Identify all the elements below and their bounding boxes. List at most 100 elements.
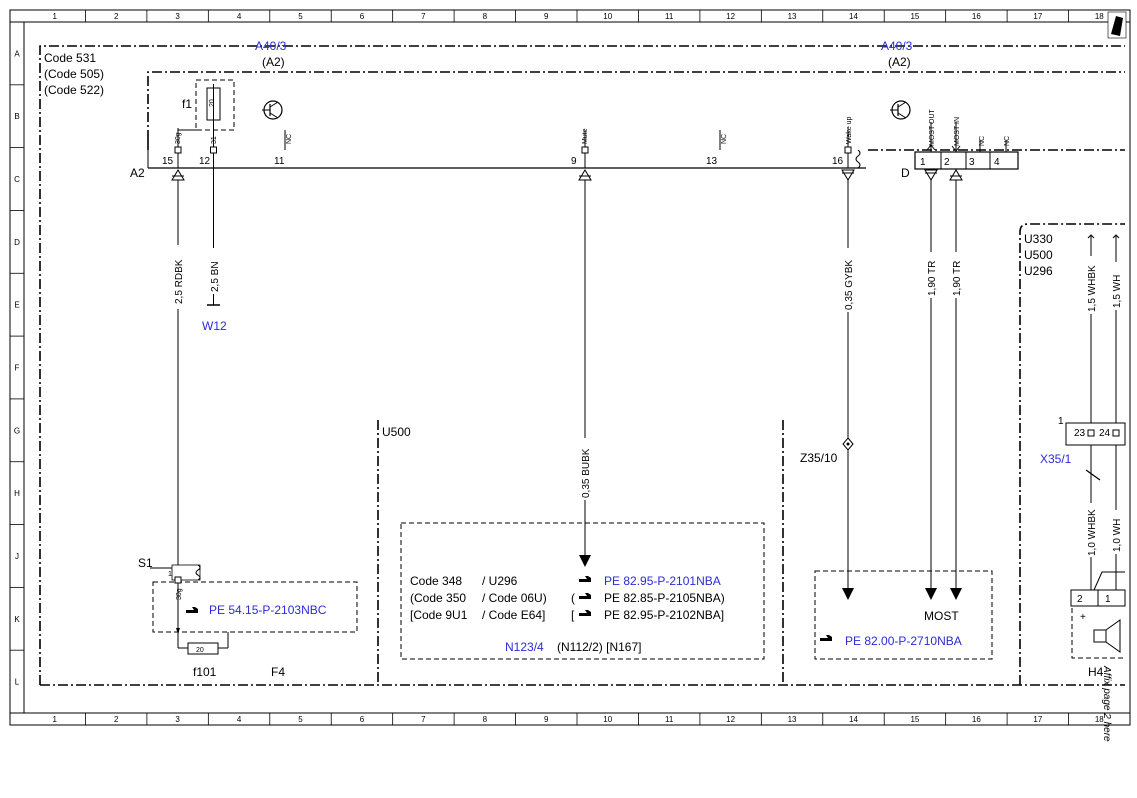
wire-label-whbk-15: 1,5 WHBK — [1087, 265, 1098, 312]
ground-label: W12 — [202, 319, 227, 333]
column-number: 11 — [665, 715, 674, 724]
fuse-pin-30g: 30g — [176, 588, 183, 600]
arrow-up-icon — [171, 169, 185, 181]
column-number: 18 — [1095, 12, 1104, 21]
column-number: 15 — [910, 12, 919, 21]
column-number: 7 — [421, 715, 426, 724]
most-title: MOST — [924, 609, 959, 623]
arrow-down-icon — [950, 588, 962, 600]
column-number: 11 — [665, 12, 674, 21]
module-label-right: A40/3 — [881, 39, 913, 53]
arrow-down-icon — [925, 588, 937, 600]
row-letter: C — [14, 175, 20, 184]
f101-label: f101 — [193, 665, 217, 679]
column-number: 10 — [603, 715, 612, 724]
n123-alt-row-3: / Code E64] — [482, 608, 545, 622]
d-pin-2: 2 — [944, 157, 950, 168]
x35-pin-24: 24 — [1099, 428, 1111, 439]
fuse-box-outline — [152, 581, 358, 633]
pin-name-31: 31 — [211, 136, 218, 144]
n123-code-row-3: [Code 9U1 — [410, 608, 468, 622]
d-pin-3: 3 — [969, 157, 975, 168]
d-pin-4: 4 — [994, 157, 1000, 168]
fuse-f101-value: 20 — [196, 647, 204, 654]
row-letter: A — [14, 49, 20, 58]
module-boundary — [39, 45, 1125, 685]
right-code-2: U500 — [1024, 248, 1053, 262]
x35-connector — [1065, 422, 1126, 446]
transistor-icon-left — [262, 100, 283, 120]
n123-code-row-2: (Code 350 — [410, 591, 466, 605]
column-number: 2 — [114, 715, 119, 724]
pin-name-nc-11: NC — [286, 134, 293, 144]
pin-num-9: 9 — [571, 156, 577, 167]
wire-label-bubk: 0,35 BUBK — [581, 448, 592, 498]
n123-open-paren: ( — [571, 591, 575, 605]
d-pin-1: 1 — [920, 157, 926, 168]
column-number: 16 — [972, 12, 981, 21]
column-number: 9 — [544, 12, 549, 21]
s1-pin-1: 1 — [168, 571, 172, 578]
wire-label-rdbk: 2,5 RDBK — [174, 259, 185, 304]
s1-label: S1 — [138, 556, 153, 570]
column-number: 12 — [726, 12, 735, 21]
pin-num-15: 15 — [162, 156, 174, 167]
right-code-1: U330 — [1024, 232, 1053, 246]
d-pin-name-most-in: MOST IN — [954, 117, 961, 146]
row-letter: F — [15, 364, 20, 373]
n123-code-row-1: Code 348 — [410, 574, 462, 588]
column-number: 14 — [849, 715, 858, 724]
connector-d-label: D — [901, 166, 910, 180]
splice-label: Z35/10 — [800, 451, 838, 465]
grid-ticks — [10, 10, 1069, 725]
n123-footer-main: N123/4 — [505, 640, 544, 654]
connector-a2-label: A2 — [130, 166, 145, 180]
pin-name-wakeup: Wake up — [846, 117, 853, 144]
column-number: 16 — [972, 715, 981, 724]
row-letter: L — [15, 678, 20, 687]
pin-num-12: 12 — [199, 156, 211, 167]
f4-label: F4 — [271, 665, 285, 679]
x35-pin-23: 23 — [1074, 428, 1086, 439]
column-number: 6 — [360, 12, 365, 21]
fuse-f1-label: f1 — [182, 97, 192, 111]
row-letter: J — [15, 552, 19, 561]
module-sub-right: (A2) — [888, 55, 911, 69]
d-pin-name-nc-3: NC — [979, 136, 986, 146]
pin-name-mute: Mute — [582, 128, 589, 144]
x35-label: X35/1 — [1040, 452, 1072, 466]
column-number: 14 — [849, 12, 858, 21]
column-number: 13 — [788, 12, 797, 21]
wire-label-tr-2: 1,90 TR — [952, 261, 963, 296]
row-letter: K — [14, 615, 20, 624]
column-number: 2 — [114, 12, 119, 21]
row-letter: D — [14, 238, 20, 247]
column-number: 17 — [1033, 12, 1042, 21]
column-number: 5 — [298, 12, 303, 21]
column-number: 13 — [788, 715, 797, 724]
arrow-down-icon — [579, 555, 591, 567]
n123-ref-link-1[interactable]: PE 82.95-P-2101NBA — [604, 574, 721, 588]
arrow-down-icon — [842, 588, 854, 600]
wire-label-wh-15: 1,5 WH — [1112, 275, 1123, 308]
pointing-hand-icon — [579, 610, 591, 616]
wire-label-whbk-10: 1,0 WHBK — [1087, 509, 1098, 556]
fuse-f1-box — [195, 79, 235, 131]
column-number: 3 — [175, 12, 180, 21]
pin-num-16: 16 — [832, 156, 844, 167]
code-line-1: Code 531 — [44, 51, 96, 65]
most-ref-link[interactable]: PE 82.00-P-2710NBA — [845, 634, 962, 648]
column-number: 7 — [421, 12, 426, 21]
n123-box-outline — [400, 522, 765, 660]
fuse-ref-link[interactable]: PE 54.15-P-2103NBC — [209, 603, 327, 617]
column-number: 15 — [910, 715, 919, 724]
h4-pin-2: 2 — [1077, 594, 1083, 605]
speaker-icon — [1093, 619, 1121, 653]
column-number: 3 — [175, 715, 180, 724]
column-number: 17 — [1033, 715, 1042, 724]
logo-icon — [1111, 16, 1123, 36]
drawing-frame — [9, 9, 1131, 726]
